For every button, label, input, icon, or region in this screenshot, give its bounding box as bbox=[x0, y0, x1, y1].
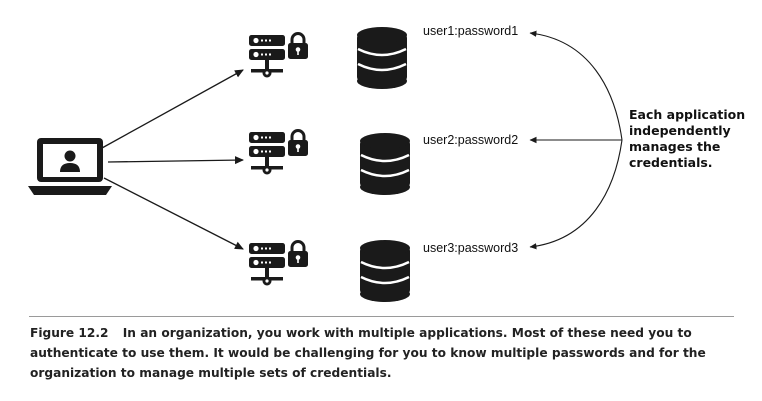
server-lock-icon-2 bbox=[247, 129, 310, 176]
note-line-4: credentials. bbox=[629, 155, 713, 170]
credential-label-3: user3:password3 bbox=[423, 241, 518, 255]
arrow-to-server-2 bbox=[107, 156, 244, 165]
note-line-2: independently bbox=[629, 123, 731, 138]
note-line-1: Each application bbox=[629, 107, 745, 122]
server-lock-icon-1 bbox=[247, 32, 310, 79]
arrow-to-server-3 bbox=[103, 177, 244, 250]
curve-arrow-3 bbox=[529, 139, 623, 250]
arrow-to-server-1 bbox=[101, 69, 244, 149]
caption-divider bbox=[29, 316, 734, 317]
database-icon-1 bbox=[355, 25, 409, 91]
figure-label: Figure 12.2 bbox=[30, 326, 109, 340]
database-icon-2 bbox=[358, 131, 412, 197]
server-lock-icon-3 bbox=[247, 240, 310, 287]
database-icon-3 bbox=[358, 238, 412, 304]
figure-caption: Figure 12.2 In an organization, you work… bbox=[30, 323, 730, 383]
curve-arrow-1 bbox=[529, 30, 623, 141]
caption-text: In an organization, you work with multip… bbox=[30, 326, 706, 380]
laptop-user-icon bbox=[28, 138, 112, 195]
diagram: user1:password1 user2:password2 user3:pa… bbox=[28, 24, 745, 304]
note-line-3: manages the bbox=[629, 139, 720, 154]
credential-label-1: user1:password1 bbox=[423, 24, 518, 38]
credential-label-2: user2:password2 bbox=[423, 133, 518, 147]
